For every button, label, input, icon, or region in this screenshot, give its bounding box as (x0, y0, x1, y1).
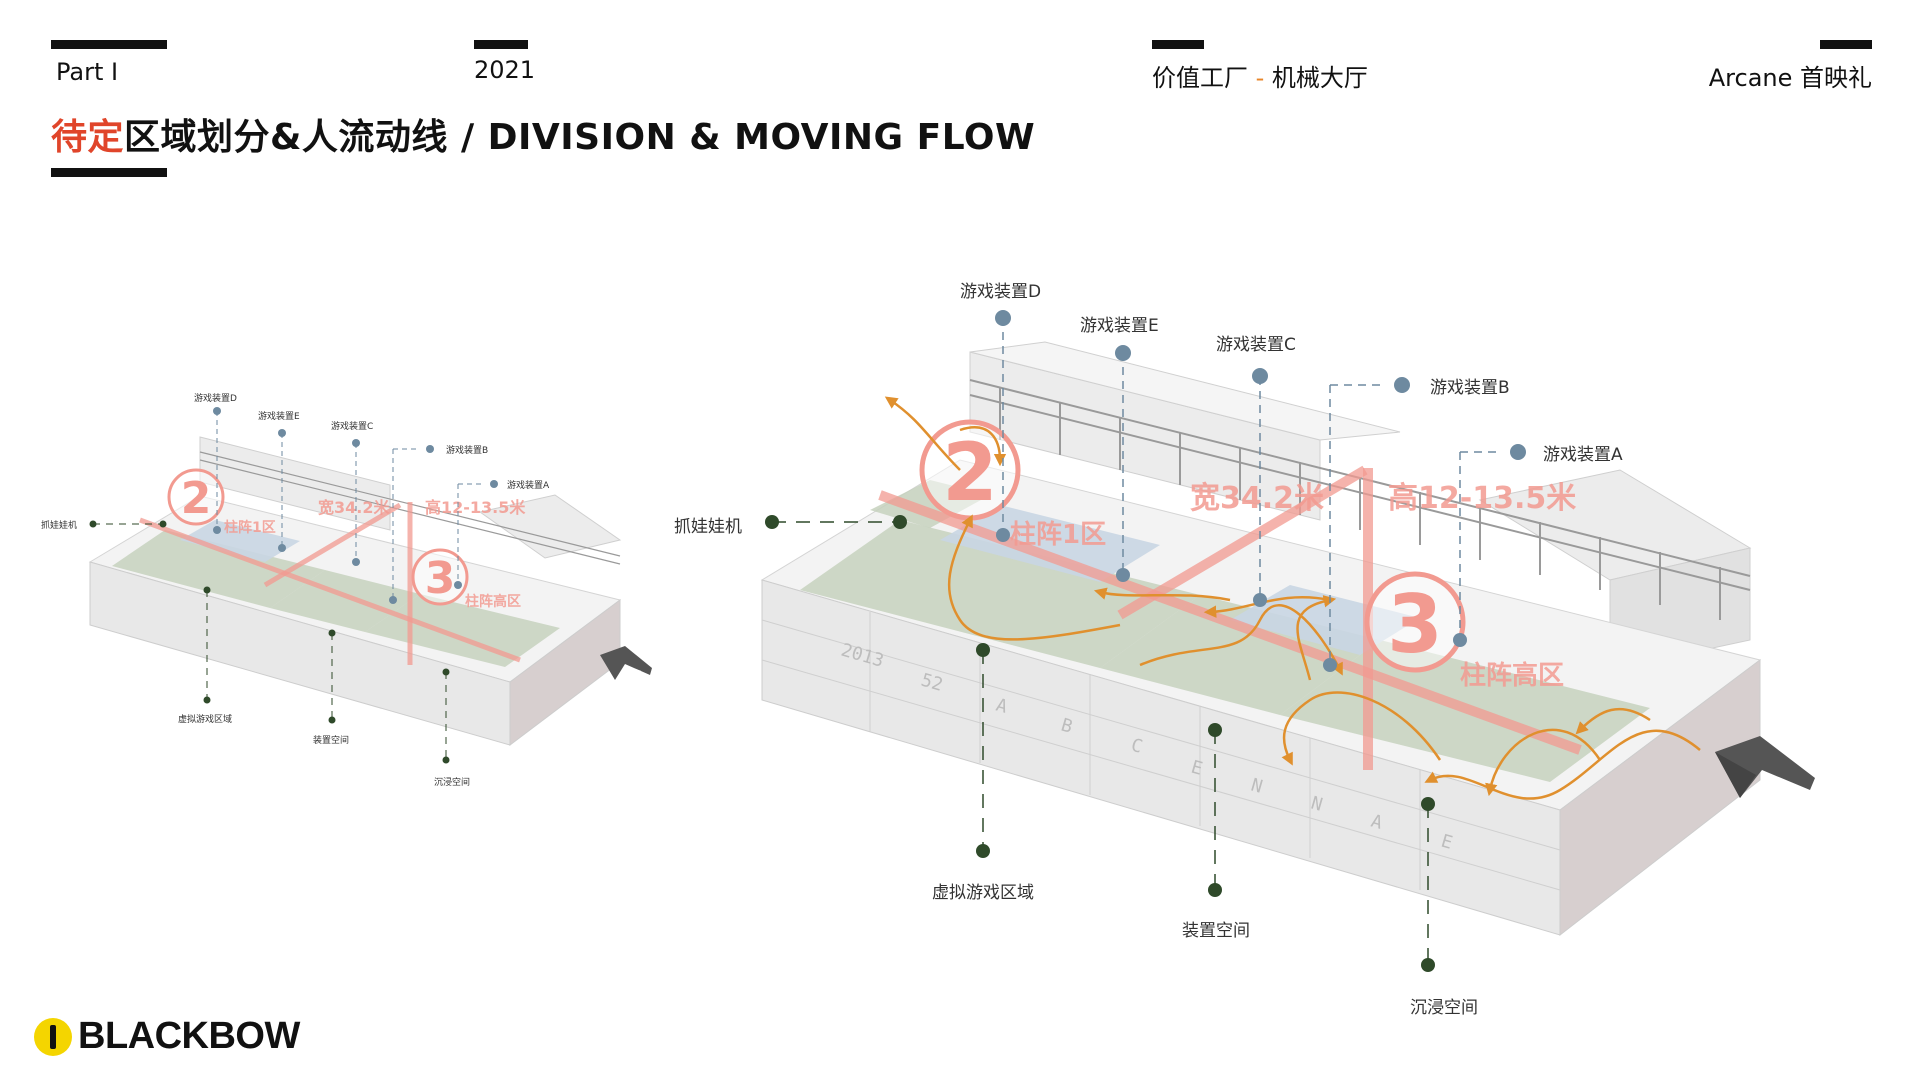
large-diagram: 2013 52 A B C E N N A E 2 3 宽34.2米 高12-1… (760, 310, 1815, 972)
large-device-dots (995, 310, 1526, 672)
large-label-immersive: 沉浸空间 (1410, 998, 1478, 1018)
small-zone-device (270, 570, 420, 632)
small-width-note: 宽34.2米 (318, 498, 390, 517)
large-device-leaders (1002, 318, 1500, 665)
large-label-device-space: 装置空间 (1182, 921, 1250, 941)
claw-dot (765, 515, 779, 529)
small-zone-leaders (93, 523, 447, 760)
device-dot-e (1115, 345, 1131, 361)
small-zone-blue (180, 520, 300, 562)
small-label-device-b: 游戏装置B (446, 446, 489, 456)
device-space-dot (1208, 883, 1222, 897)
small-label-device-c: 游戏装置C (331, 422, 374, 432)
small-entrance-label: 入口 (622, 664, 643, 680)
large-column-zone-2: 柱阵高区 (1460, 660, 1564, 691)
header-bar-year (474, 40, 528, 49)
large-label-device-d: 游戏装置D (960, 282, 1042, 302)
small-device-dots (213, 407, 498, 604)
venue-name-b: 机械大厅 (1271, 64, 1368, 92)
large-label-virtual-game: 虚拟游戏区域 (932, 883, 1034, 903)
virtual-game-dot (976, 844, 990, 858)
header-bar-event (1820, 40, 1872, 49)
small-zone-immersive (365, 594, 560, 667)
large-width-note: 宽34.2米 (1190, 481, 1324, 516)
large-zone-3-marker: 3 (1364, 571, 1466, 673)
small-label-device-a: 游戏装置A (507, 481, 550, 491)
header-bar-venue (1152, 40, 1204, 49)
brand-name: BLACKBOW (78, 1015, 300, 1057)
header-part: Part I (56, 58, 119, 86)
small-entrance-arrow: 入口 (600, 646, 652, 680)
small-zone-2-marker: 2 (167, 468, 225, 526)
large-zone-virtual-game (800, 520, 1200, 668)
small-column-zone-2: 柱阵高区 (465, 593, 521, 610)
large-zone-leaders (772, 521, 1429, 965)
small-diagram: 2 3 宽34.2米 高12-13.5米 柱阵1区 柱阵高区 入口 (88, 407, 652, 764)
large-zone-number-2: 2 (942, 426, 998, 519)
large-label-device-e: 游戏装置E (1080, 316, 1159, 336)
small-label-immersive: 沉浸空间 (434, 778, 471, 788)
title-accent: 待定 (51, 117, 125, 158)
small-label-virtual-game: 虚拟游戏区域 (178, 715, 233, 725)
large-back-roof (969, 341, 1401, 441)
large-label-device-a: 游戏装置A (1543, 445, 1623, 465)
small-zone-number-2: 2 (181, 473, 212, 524)
small-device-leaders (216, 411, 485, 600)
title-underline-bar (51, 168, 167, 177)
device-dot-c (1252, 368, 1268, 384)
small-height-note: 高12-13.5米 (425, 498, 526, 517)
small-zone-number-3: 3 (425, 553, 456, 604)
large-zone-blue-1 (940, 505, 1160, 582)
small-column-zone-1: 柱阵1区 (224, 519, 276, 536)
device-dot-b (1394, 377, 1410, 393)
large-flow-lines (884, 396, 1701, 800)
title-rest: 区域划分&人流动线 / DIVISION & MOVING FLOW (124, 117, 1036, 158)
venue-separator: - (1248, 64, 1272, 92)
large-facade-lines (761, 612, 1561, 891)
small-zone-3-marker: 3 (411, 548, 469, 606)
small-right-block (478, 494, 622, 559)
small-label-claw-machine: 抓娃娃机 (41, 521, 78, 531)
large-zone-dots (765, 515, 1435, 972)
venue-name-a: 价值工厂 (1152, 64, 1248, 92)
large-label-claw-machine: 抓娃娃机 (674, 517, 742, 537)
header-bar-part (51, 40, 167, 49)
device-dot-a (1510, 444, 1526, 460)
brand-logo: BLACKBOW (34, 1015, 300, 1058)
header-venue: 价值工厂 - 机械大厅 (1152, 58, 1368, 93)
small-label-device-d: 游戏装置D (194, 394, 237, 404)
large-label-device-b: 游戏装置B (1430, 378, 1510, 398)
header-year: 2021 (474, 56, 536, 84)
small-zone-dots (89, 520, 450, 764)
immersive-dot (1421, 958, 1435, 972)
brand-logo-icon (34, 1017, 72, 1056)
large-height-note: 高12-13.5米 (1388, 481, 1576, 516)
page-title: 待定区域划分&人流动线 / DIVISION & MOVING FLOW (51, 108, 1035, 160)
large-zone-2-marker: 2 (919, 419, 1021, 521)
small-zone-divider-lines (139, 502, 521, 665)
large-right-facade (1559, 659, 1761, 937)
large-label-device-c: 游戏装置C (1216, 335, 1296, 355)
small-zone-virtual-game (112, 530, 325, 608)
large-entrance-label: 入口 (1764, 780, 1798, 806)
device-dot-d (995, 310, 1011, 326)
large-zone-number-3: 3 (1387, 578, 1443, 671)
large-column-zone-1: 柱阵1区 (1010, 520, 1106, 550)
small-label-device-e: 游戏装置E (258, 412, 300, 422)
header-event: Arcane 首映礼 (1708, 64, 1872, 92)
small-label-device-space: 装置空间 (313, 736, 350, 746)
